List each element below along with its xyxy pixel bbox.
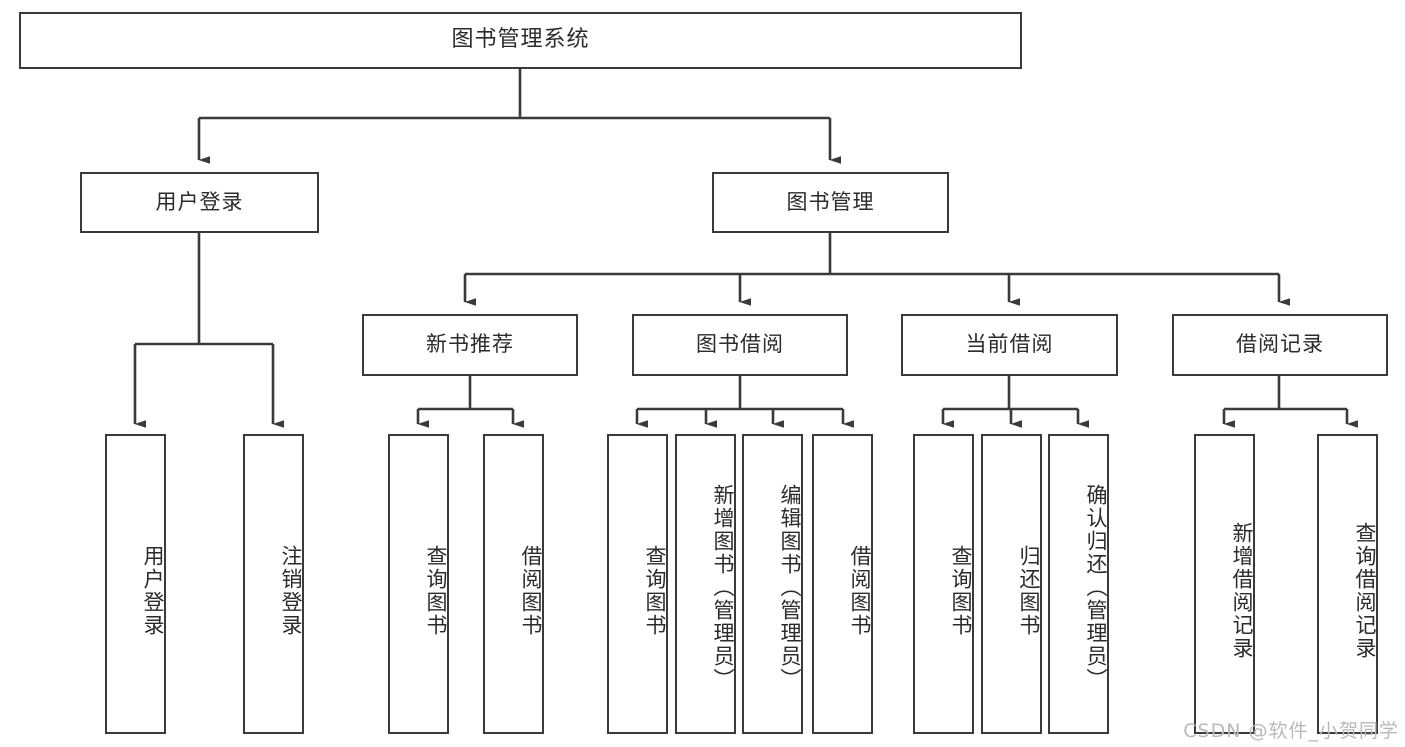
- leaf-book-borrow-edit-admin[interactable]: 编辑图书（管理员）: [742, 434, 803, 734]
- leaf-new-book-query[interactable]: 查询图书: [388, 434, 449, 734]
- leaf-current-borrow-confirm-admin[interactable]: 确认归还（管理员）: [1048, 434, 1109, 734]
- leaf-book-borrow-borrow[interactable]: 借阅图书: [812, 434, 873, 734]
- leaf-book-borrow-add-admin[interactable]: 新增图书（管理员）: [675, 434, 736, 734]
- node-book-management[interactable]: 图书管理: [712, 172, 949, 233]
- node-current-borrow[interactable]: 当前借阅: [901, 314, 1118, 376]
- node-borrow-record[interactable]: 借阅记录: [1172, 314, 1388, 376]
- leaf-new-book-borrow[interactable]: 借阅图书: [483, 434, 544, 734]
- node-new-book-recommend[interactable]: 新书推荐: [362, 314, 578, 376]
- leaf-current-borrow-query[interactable]: 查询图书: [913, 434, 974, 734]
- node-book-borrow[interactable]: 图书借阅: [632, 314, 848, 376]
- node-user-login[interactable]: 用户登录: [80, 172, 319, 233]
- node-root-system[interactable]: 图书管理系统: [19, 12, 1022, 69]
- leaf-borrow-record-add[interactable]: 新增借阅记录: [1194, 434, 1255, 734]
- leaf-borrow-record-query[interactable]: 查询借阅记录: [1317, 434, 1378, 734]
- leaf-book-borrow-query[interactable]: 查询图书: [607, 434, 668, 734]
- leaf-user-login-signin[interactable]: 用户登录: [105, 434, 166, 734]
- leaf-user-login-signout[interactable]: 注销登录: [243, 434, 304, 734]
- leaf-current-borrow-return[interactable]: 归还图书: [981, 434, 1042, 734]
